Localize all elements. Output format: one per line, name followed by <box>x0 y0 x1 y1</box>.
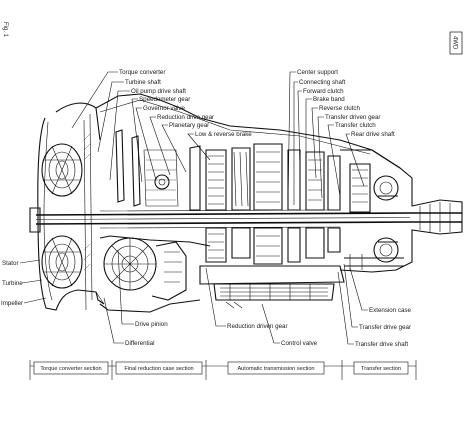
part-labels: Torque converter Turbine shaft Oil pump … <box>1 69 412 348</box>
label-reduction-drive-gear: Reduction drive gear <box>157 114 214 121</box>
label-transfer-drive-shaft: Transfer drive shaft <box>355 341 408 348</box>
transmission-drawing <box>29 93 463 313</box>
badge-4wd: 4WD <box>449 31 463 55</box>
figure-tag: Fig. 1 <box>2 22 8 38</box>
label-turbine-shaft: Turbine shaft <box>125 79 161 86</box>
label-turbine: Turbine <box>2 280 23 287</box>
section-transfer: Transfer section <box>361 366 401 372</box>
label-differential: Differential <box>125 340 154 347</box>
label-center-support: Center support <box>297 69 338 76</box>
section-automatic-transmission: Automatic transmission section <box>237 366 314 372</box>
label-reduction-driven-gear: Reduction driven gear <box>227 323 288 330</box>
label-transfer-driven-gear: Transfer driven gear <box>325 114 380 121</box>
label-brake-band: Brake band <box>313 96 345 103</box>
label-extension-case: Extension case <box>369 307 412 314</box>
label-oil-pump-drive-shaft: Oil pump drive shaft <box>131 88 186 95</box>
transfer-drawing <box>339 149 463 273</box>
section-torque-converter: Torque converter section <box>40 366 101 372</box>
label-rear-drive-shaft: Rear drive shaft <box>351 131 395 138</box>
main-shaft-drawing <box>35 209 411 229</box>
label-stator: Stator <box>2 260 19 267</box>
svg-text:4WD: 4WD <box>452 36 458 50</box>
label-connecting-shaft: Connecting shaft <box>299 79 346 86</box>
torque-converter-drawing <box>29 102 105 311</box>
section-bar: Torque converter section Final reduction… <box>29 360 417 380</box>
label-drive-pinion: Drive pinion <box>135 321 168 328</box>
final-reduction-drawing <box>95 93 401 313</box>
section-final-reduction-case: Final reduction case section <box>124 366 193 372</box>
label-planetary-gear: Planetary gear <box>169 122 209 129</box>
label-speedometer-gear: Speedometer gear <box>139 96 190 103</box>
label-transfer-drive-gear: Transfer drive gear <box>359 324 411 331</box>
label-transfer-clutch: Transfer clutch <box>335 122 376 129</box>
label-governor-valve: Governor valve <box>143 105 186 112</box>
label-torque-converter: Torque converter <box>119 69 165 76</box>
label-forward-clutch: Forward clutch <box>303 88 344 95</box>
leader-lines <box>19 71 368 345</box>
label-impeller: Impeller <box>1 300 23 307</box>
label-low-reverse-brake: Low & reverse brake <box>195 131 252 138</box>
label-control-valve: Control valve <box>281 340 318 347</box>
automatic-transmission-drawing <box>189 143 345 309</box>
label-reverse-clutch: Reverse clutch <box>319 105 360 112</box>
